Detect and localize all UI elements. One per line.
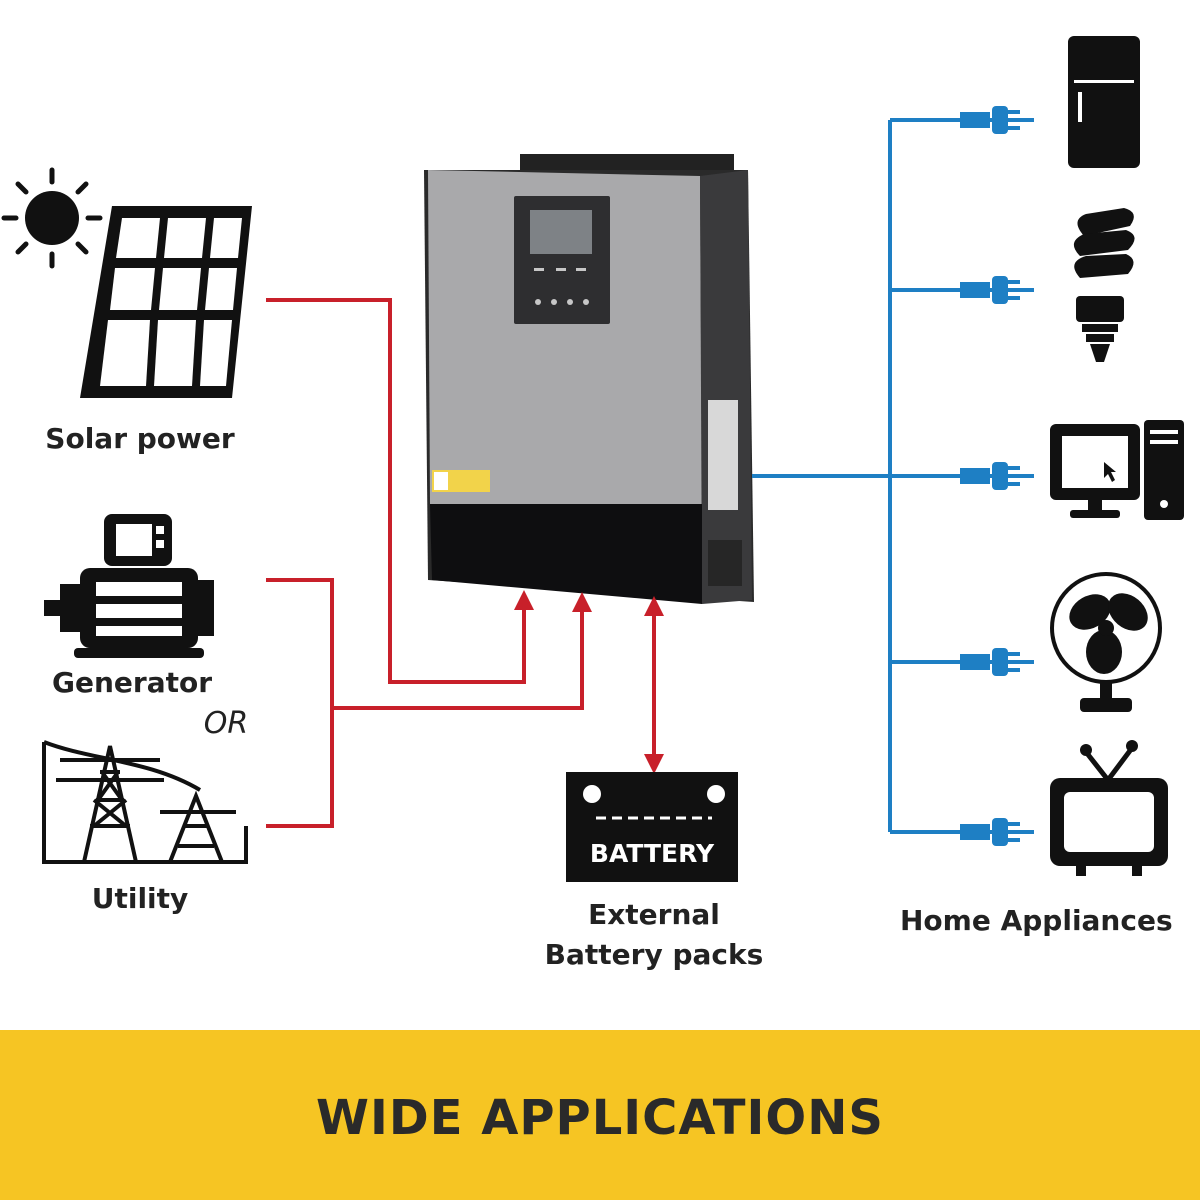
- refrigerator-icon: [1068, 36, 1140, 168]
- or-label: OR: [203, 706, 249, 741]
- fan-icon: [1050, 572, 1162, 712]
- battery-caption-line1: External: [588, 898, 720, 931]
- utility-pylon-icon: [42, 740, 248, 864]
- plug-icon: [960, 276, 1020, 304]
- solar-input-line: [266, 298, 534, 684]
- generator-input-line: [266, 578, 592, 710]
- sun-icon: [1, 167, 103, 269]
- output-lines: [752, 118, 1034, 834]
- utility-label: Utility: [91, 882, 189, 915]
- inverter-device: [424, 154, 754, 604]
- plug-icon: [960, 462, 1020, 490]
- generator-label: Generator: [51, 666, 213, 699]
- battery-box-label: BATTERY: [590, 839, 715, 868]
- battery-icon: BATTERY: [566, 772, 738, 882]
- tv-icon: [1050, 740, 1168, 876]
- system-diagram: BATTERY: [1, 36, 1184, 882]
- light-bulb-icon: [1073, 208, 1135, 362]
- utility-input-line: [266, 708, 334, 828]
- plug-icons: [960, 106, 1020, 846]
- computer-icon: [1050, 420, 1184, 520]
- plug-icon: [960, 648, 1020, 676]
- banner-title: WIDE APPLICATIONS: [316, 1090, 884, 1146]
- inverter-display-panel: [514, 196, 610, 324]
- banner: WIDE APPLICATIONS: [0, 1030, 1200, 1200]
- input-lines: [266, 298, 664, 828]
- battery-caption-line2: Battery packs: [544, 938, 764, 971]
- solar-panel-icon: [80, 206, 252, 398]
- plug-icon: [960, 818, 1020, 846]
- solar-power-label: Solar power: [45, 422, 235, 455]
- plug-icon: [960, 106, 1020, 134]
- generator-icon: [44, 514, 214, 658]
- home-appliances-label: Home Appliances: [900, 904, 1173, 937]
